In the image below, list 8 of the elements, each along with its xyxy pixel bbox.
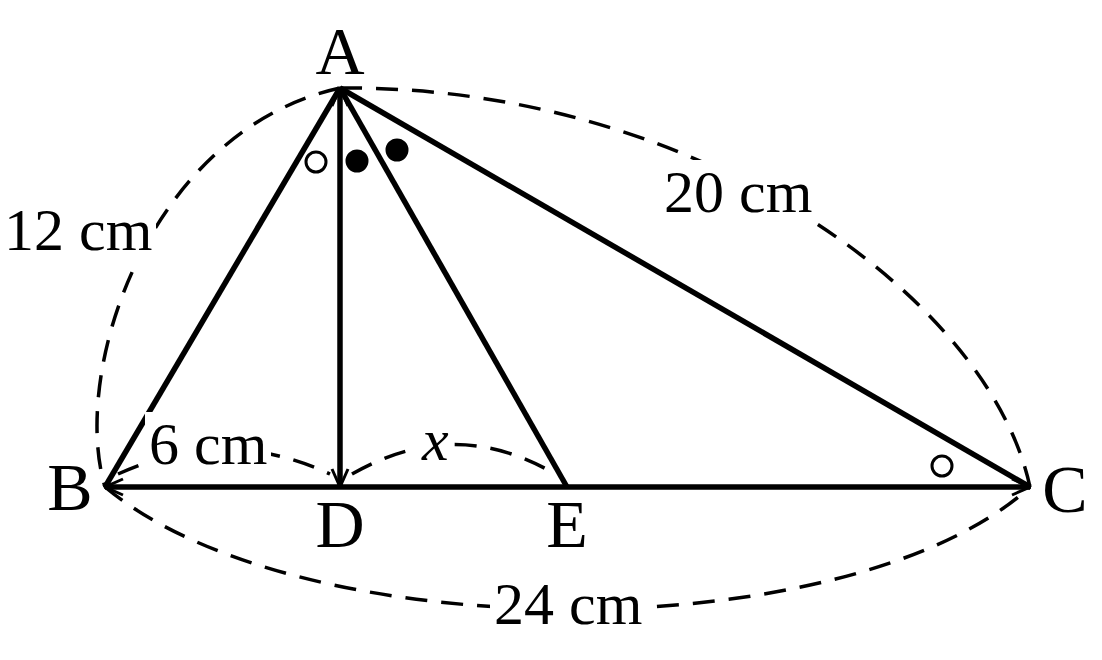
vertex-label: C	[1030, 452, 1100, 526]
vertex-label: B	[35, 450, 105, 524]
vertex-label: A	[305, 14, 375, 88]
vertex-label: D	[305, 487, 375, 561]
vertex-label: E	[532, 487, 602, 561]
line-segment	[103, 477, 340, 497]
line-segment	[567, 477, 1032, 497]
line-segment	[340, 484, 567, 490]
